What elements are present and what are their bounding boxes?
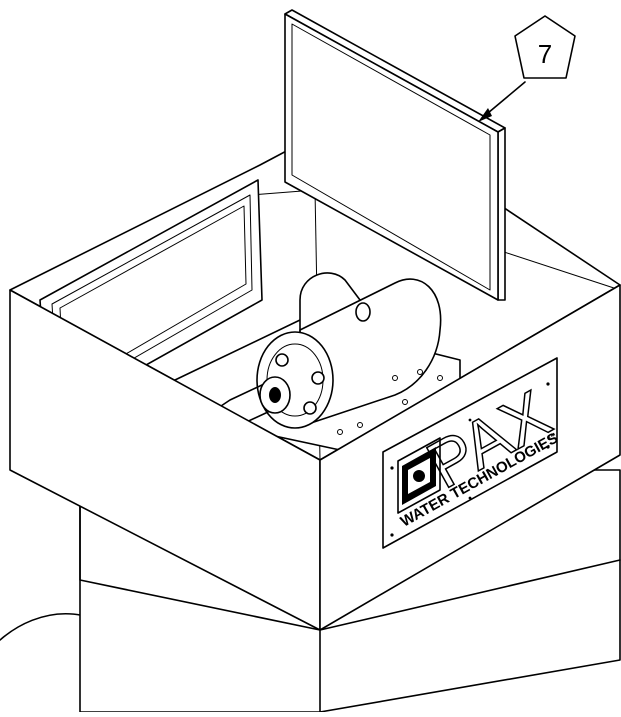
- callout-pentagon-icon: [514, 15, 576, 79]
- motor-assembly: [174, 272, 461, 471]
- raised-lid: [284, 9, 506, 301]
- callout-7: 7: [478, 15, 576, 122]
- nameplate-trademark: ™: [546, 431, 559, 444]
- callout-number: 7: [538, 39, 552, 69]
- pax-logo-icon: [397, 437, 441, 514]
